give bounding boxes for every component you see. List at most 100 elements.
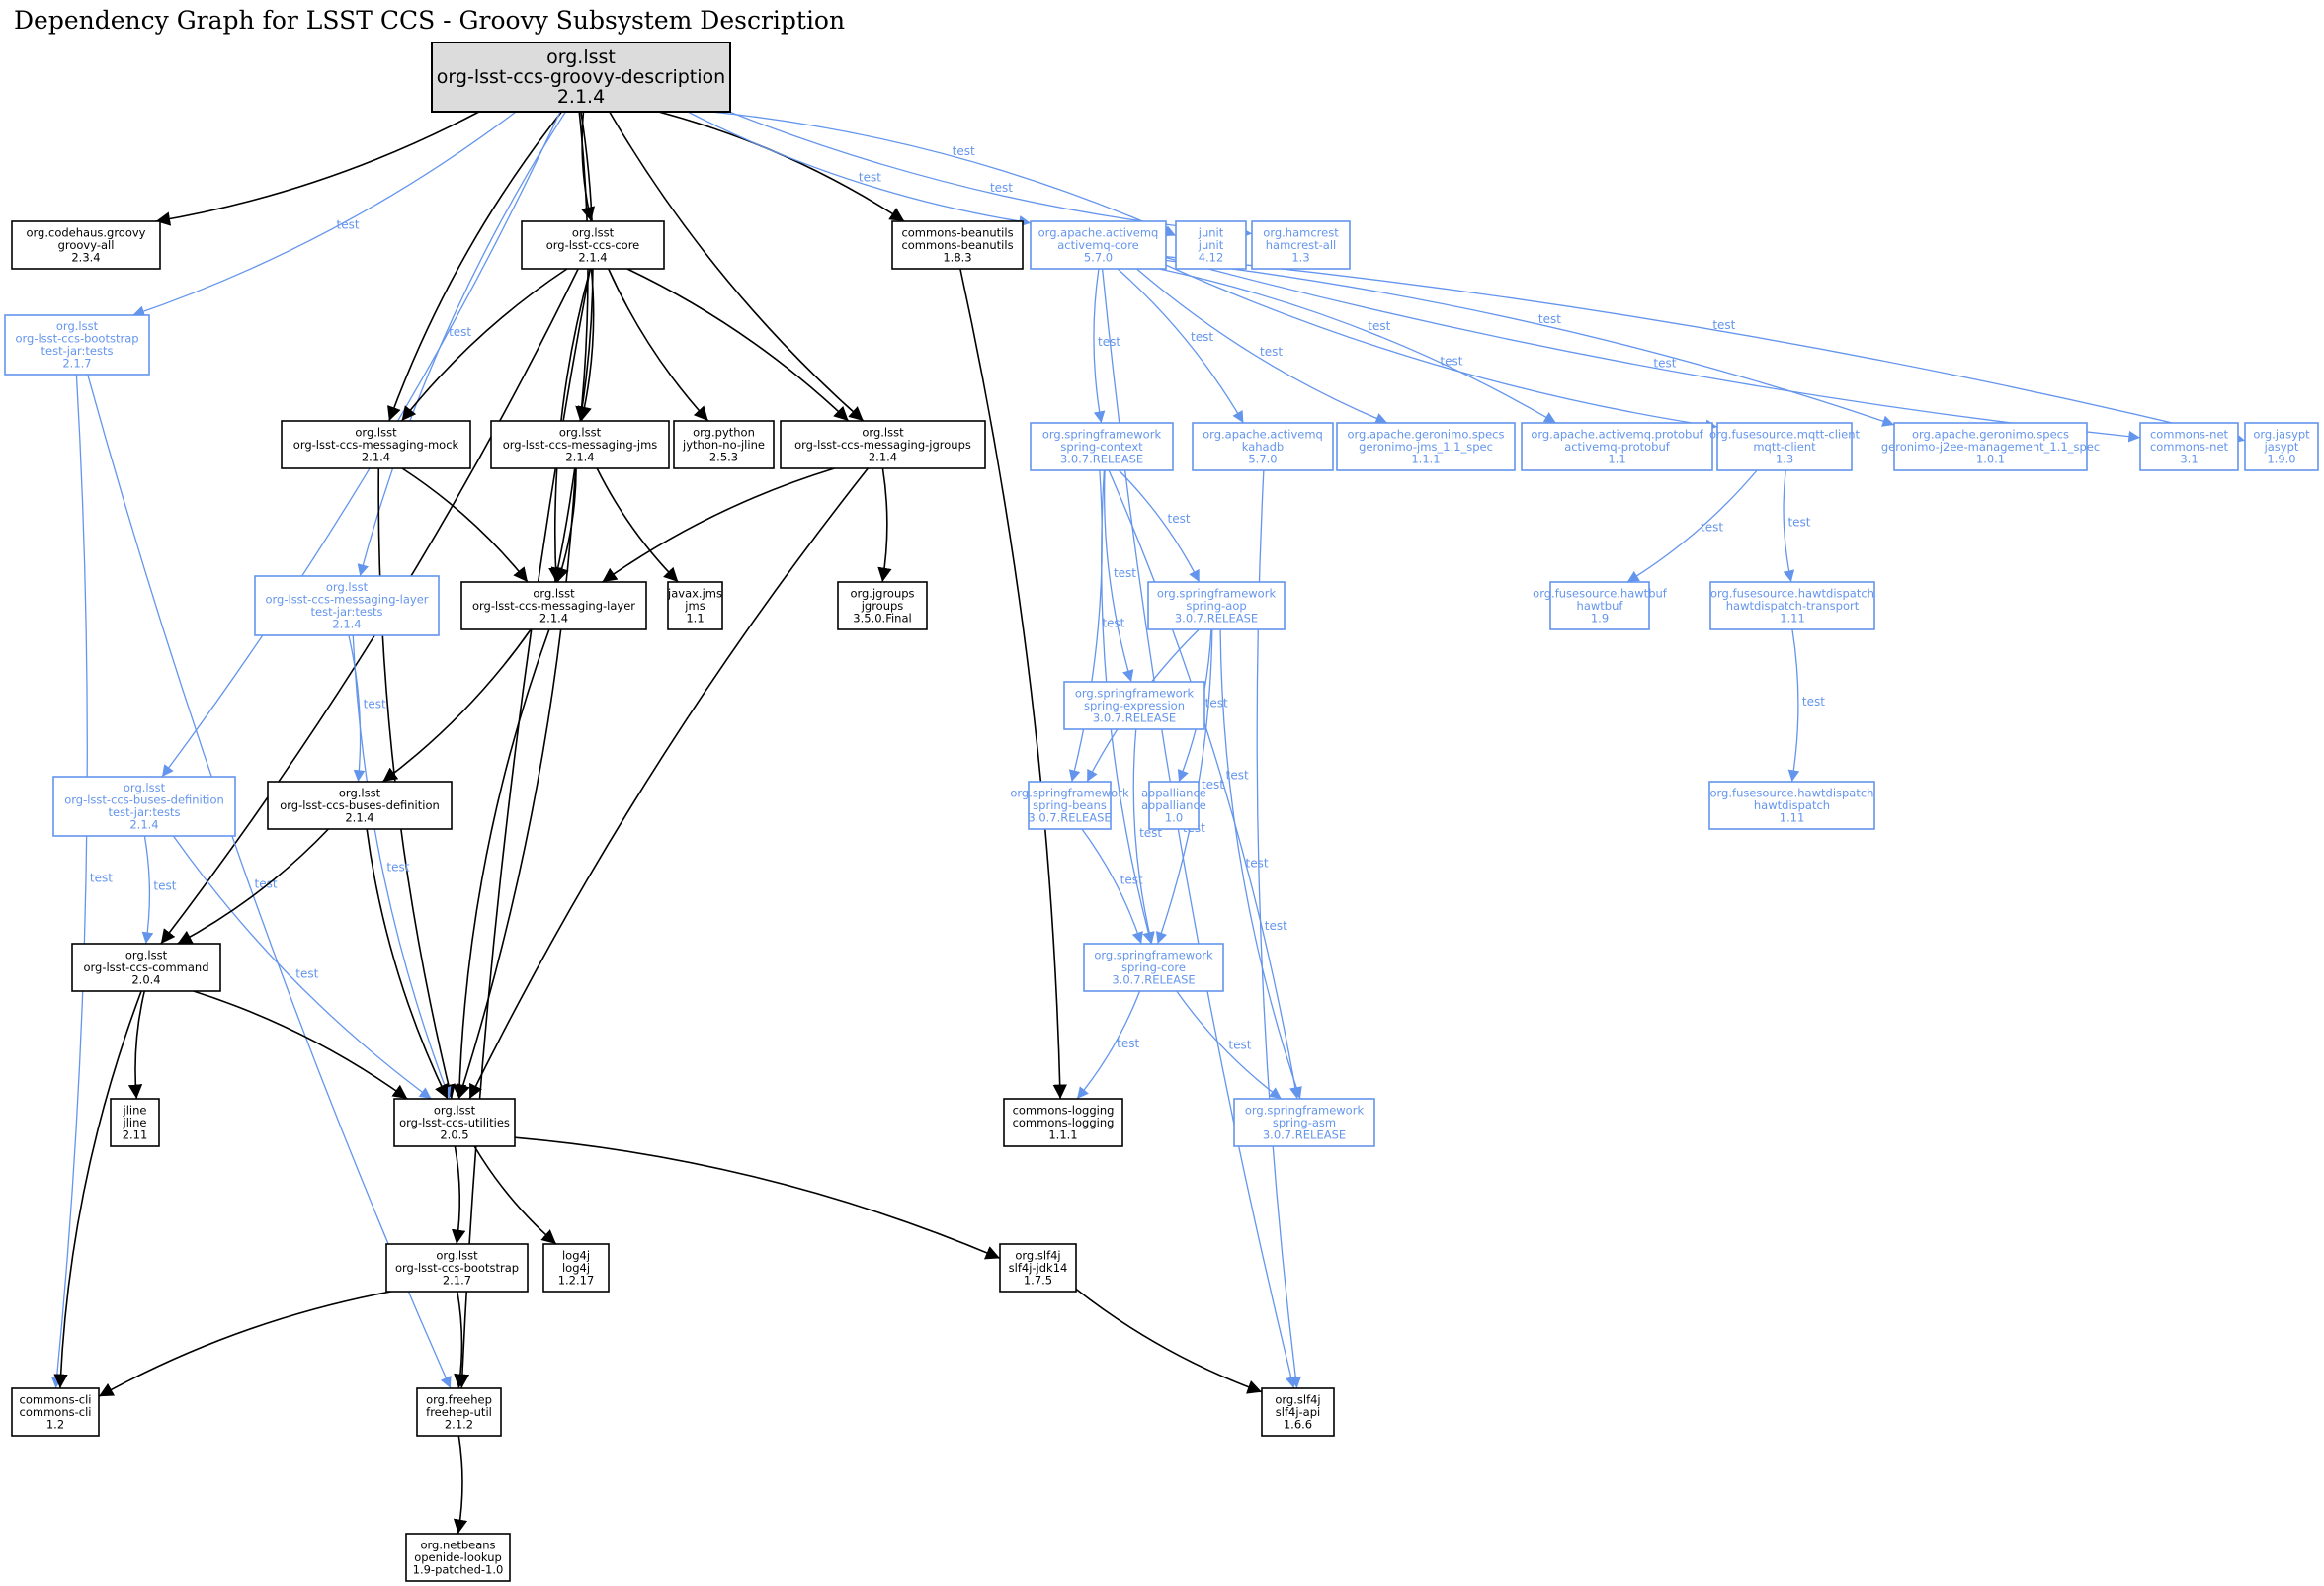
- node-openide[interactable]: org.netbeansopenide-lookup1.9-patched-1.…: [405, 1533, 511, 1582]
- node-version: 1.9-patched-1.0: [413, 1562, 504, 1576]
- node-version: 2.1.4: [869, 450, 897, 463]
- node-springaop[interactable]: org.springframeworkspring-aop3.0.7.RELEA…: [1147, 581, 1286, 630]
- node-group-id: org.springframework: [1042, 427, 1162, 441]
- node-group-id: org.lsst: [326, 580, 369, 594]
- node-msglayer[interactable]: org.lsstorg-lsst-ccs-messaging-layer2.1.…: [460, 581, 647, 630]
- node-hawtdispatch[interactable]: org.fusesource.hawtdispatchhawtdispatch1…: [1708, 781, 1875, 830]
- node-springexpr[interactable]: org.springframeworkspring-expression3.0.…: [1063, 681, 1205, 730]
- node-box: [521, 220, 665, 270]
- node-artifact-id: groovy-all: [58, 238, 115, 252]
- node-artifact-id: org-lsst-ccs-messaging-layer: [265, 593, 428, 607]
- node-root[interactable]: org.lsstorg-lsst-ccs-groovy-description2…: [431, 42, 731, 113]
- node-version: 1.7.5: [1024, 1273, 1052, 1287]
- node-box: [1709, 581, 1875, 630]
- node-version: 2.1.4: [362, 450, 390, 463]
- node-group-id: junit: [1198, 225, 1224, 239]
- node-msgjgroups[interactable]: org.lsstorg-lsst-ccs-messaging-jgroups2.…: [780, 420, 986, 469]
- node-springctx[interactable]: org.springframeworkspring-context3.0.7.R…: [1030, 422, 1174, 471]
- edge-springcore-to-springasm: [1176, 990, 1283, 1100]
- node-version: 1.9.0: [2267, 452, 2295, 465]
- node-amqprotobuf[interactable]: org.apache.activemq.protobufactivemq-pro…: [1521, 422, 1713, 471]
- node-version: 2.11: [123, 1127, 148, 1141]
- node-group-id: org.springframework: [1245, 1103, 1365, 1117]
- node-springasm[interactable]: org.springframeworkspring-asm3.0.7.RELEA…: [1233, 1098, 1375, 1147]
- node-buses[interactable]: org.lsstorg-lsst-ccs-buses-definition2.1…: [267, 781, 453, 830]
- node-box: [999, 1243, 1077, 1293]
- node-box: [1893, 422, 2088, 471]
- edge-command-to-jline: [127, 990, 146, 1100]
- node-group-id: org.springframework: [1094, 948, 1213, 961]
- node-artifact-id: org-lsst-ccs-core: [546, 238, 640, 252]
- node-artifact-id: jms: [684, 599, 705, 613]
- edge-amqcore-to-mqtt: [1165, 264, 1718, 432]
- node-box: [1336, 422, 1516, 471]
- edge-busestests-to-command: [141, 835, 154, 945]
- edge-msglayer-to-buses: [381, 628, 532, 783]
- node-artifact-id: jgroups: [861, 599, 904, 613]
- node-version: 2.1.4: [557, 86, 605, 108]
- node-artifact-id: spring-beans: [1033, 798, 1107, 812]
- node-version: 2.1.4: [345, 810, 374, 824]
- node-version: 3.0.7.RELEASE: [1175, 611, 1258, 625]
- edge-springbeans-to-springcore: [1081, 828, 1143, 945]
- node-artifact-id: freehep-util: [426, 1405, 492, 1419]
- node-msglayertests[interactable]: org.lsstorg-lsst-ccs-messaging-layertest…: [254, 575, 440, 636]
- node-springcore[interactable]: org.springframeworkspring-core3.0.7.RELE…: [1083, 943, 1224, 992]
- node-box: [2139, 422, 2239, 471]
- node-springbeans[interactable]: org.springframeworkspring-beans3.0.7.REL…: [1010, 781, 1129, 830]
- node-bootstraptests[interactable]: org.lsstorg-lsst-ccs-bootstraptest-jar:t…: [4, 314, 150, 376]
- node-group-id: org.apache.activemq.protobuf: [1531, 427, 1703, 441]
- node-group-id: log4j: [562, 1248, 590, 1262]
- node-box: [1175, 220, 1247, 270]
- node-version: 1.0.1: [1976, 452, 2005, 465]
- node-geronimoj2ee[interactable]: org.apache.geronimo.specsgeronimo-j2ee-m…: [1881, 422, 2100, 471]
- edge-msgjgroups-to-utilities: [468, 467, 869, 1100]
- edge-mqtt-to-hawttransport: [1783, 469, 1795, 583]
- node-hawttransport[interactable]: org.fusesource.hawtdispatchhawtdispatch-…: [1709, 581, 1875, 630]
- node-artifact-id: spring-core: [1121, 960, 1186, 974]
- node-artifact-id: hawtbuf: [1577, 599, 1624, 613]
- node-box: [1261, 1387, 1335, 1437]
- edge-core-to-msgjms: [577, 268, 595, 422]
- edge-root-to-hamcrest: [728, 111, 1253, 239]
- node-artifact-id: test-jar:tests: [109, 805, 181, 819]
- node-artifact-id: org-lsst-ccs-messaging-mock: [293, 438, 459, 452]
- edge-root-to-msglayer: [550, 111, 589, 583]
- edge-msglayertests-to-utilities: [352, 634, 452, 1100]
- node-artifact-id: spring-context: [1060, 440, 1143, 454]
- node-geronimojms[interactable]: org.apache.geronimo.specsgeronimo-jms_1.…: [1336, 422, 1516, 471]
- node-artifact-id: org-lsst-ccs-buses-definition: [64, 793, 224, 807]
- node-box: [1030, 220, 1167, 270]
- node-busestests[interactable]: org.lsstorg-lsst-ccs-buses-definitiontes…: [52, 776, 236, 837]
- node-artifact-id: org-lsst-ccs-buses-definition: [280, 798, 440, 812]
- node-group-id: org.lsst: [124, 781, 166, 794]
